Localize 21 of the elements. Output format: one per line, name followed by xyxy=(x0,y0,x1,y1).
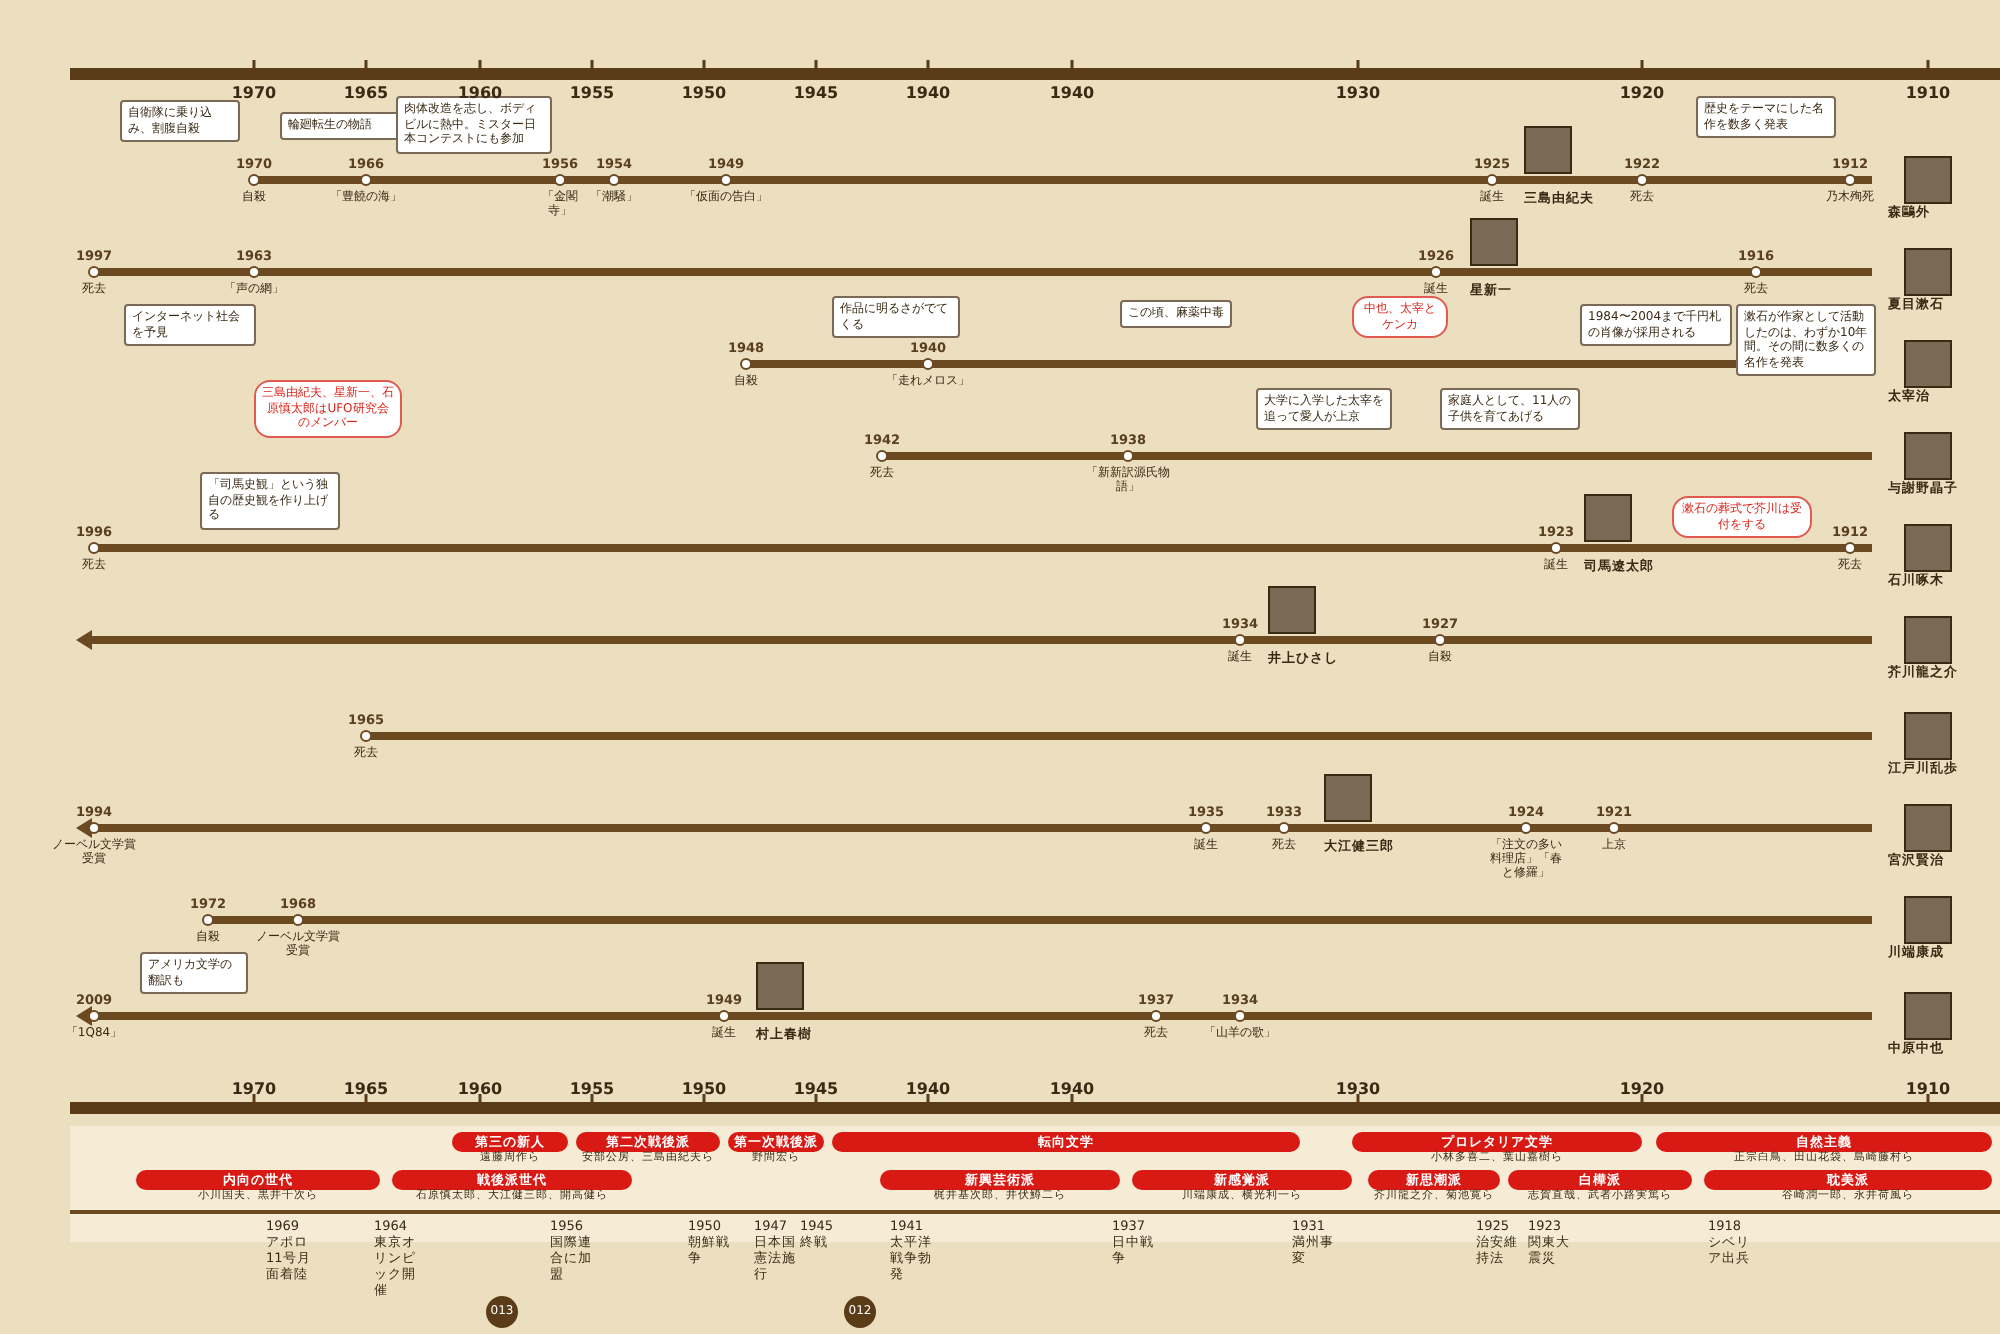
axis-year: 1920 xyxy=(1617,1080,1667,1098)
axis-year: 1965 xyxy=(341,1080,391,1098)
axis-year: 1970 xyxy=(229,84,279,102)
axis-year: 1940 xyxy=(1047,84,1097,102)
axis-year: 1955 xyxy=(567,84,617,102)
axis-year: 1910 xyxy=(1903,1080,1953,1098)
axis-year: 1955 xyxy=(567,1080,617,1098)
axis-year: 1960 xyxy=(455,1080,505,1098)
axis-year: 1930 xyxy=(1333,84,1383,102)
axis-year: 1930 xyxy=(1333,1080,1383,1098)
axis-year: 1945 xyxy=(791,84,841,102)
axis-year: 1910 xyxy=(1903,84,1953,102)
axis-year: 1970 xyxy=(229,1080,279,1098)
axis-year: 1940 xyxy=(1047,1080,1097,1098)
axis-year: 1965 xyxy=(341,84,391,102)
axis-year: 1950 xyxy=(679,84,729,102)
axis-year: 1940 xyxy=(903,84,953,102)
axis-year: 1920 xyxy=(1617,84,1667,102)
axis-year: 1945 xyxy=(791,1080,841,1098)
axis-year: 1950 xyxy=(679,1080,729,1098)
axis-year: 1940 xyxy=(903,1080,953,1098)
